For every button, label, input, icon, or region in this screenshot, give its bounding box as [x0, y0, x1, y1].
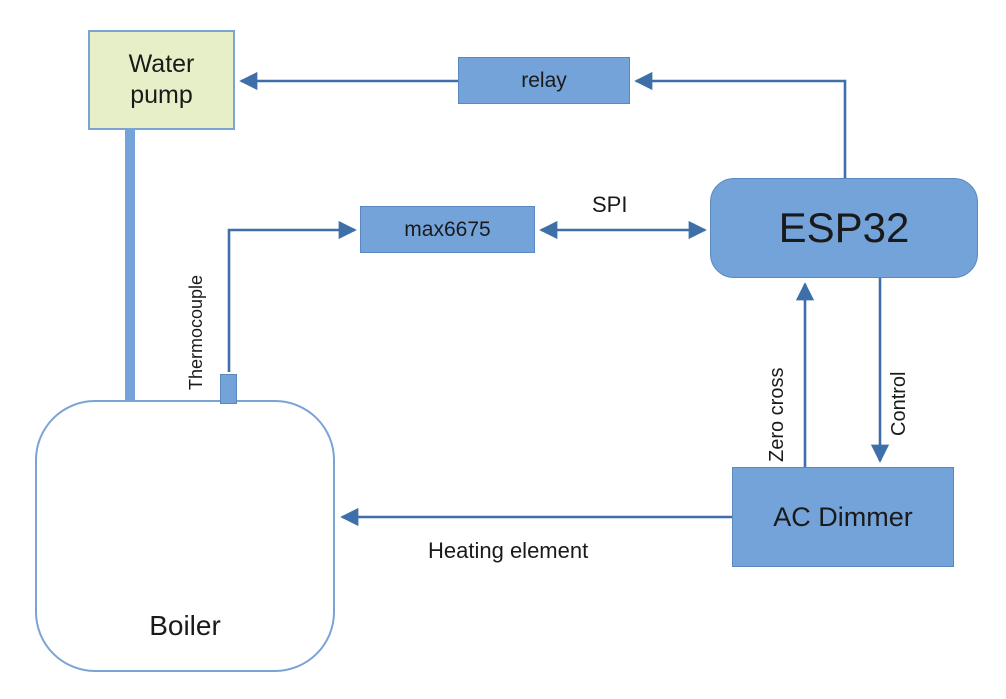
ac-dimmer-label: AC Dimmer	[773, 501, 913, 532]
max6675-label: max6675	[404, 217, 491, 241]
boiler-label: Boiler	[149, 610, 221, 641]
control-label: Control	[888, 371, 910, 436]
thermocouple-to-max6675-arrow	[227, 220, 357, 372]
ac-dimmer-node: AC Dimmer	[732, 467, 954, 567]
water-pump-node: Water pump	[88, 30, 235, 130]
spi-label: SPI	[592, 192, 628, 217]
boiler-node: Boiler	[35, 400, 335, 672]
esp32-label: ESP32	[778, 204, 910, 251]
zero-cross-label: Zero cross	[766, 367, 788, 462]
water-pump-label: Water pump	[128, 49, 195, 109]
relay-label: relay	[521, 68, 567, 92]
heating-element-label: Heating element	[428, 538, 589, 563]
esp32-node: ESP32	[710, 178, 978, 278]
thermocouple-label: Thermocouple	[186, 274, 206, 390]
thermocouple-probe	[220, 374, 237, 404]
relay-node: relay	[458, 57, 630, 104]
max6675-node: max6675	[360, 206, 535, 253]
esp32-to-relay-arrow	[634, 71, 847, 178]
